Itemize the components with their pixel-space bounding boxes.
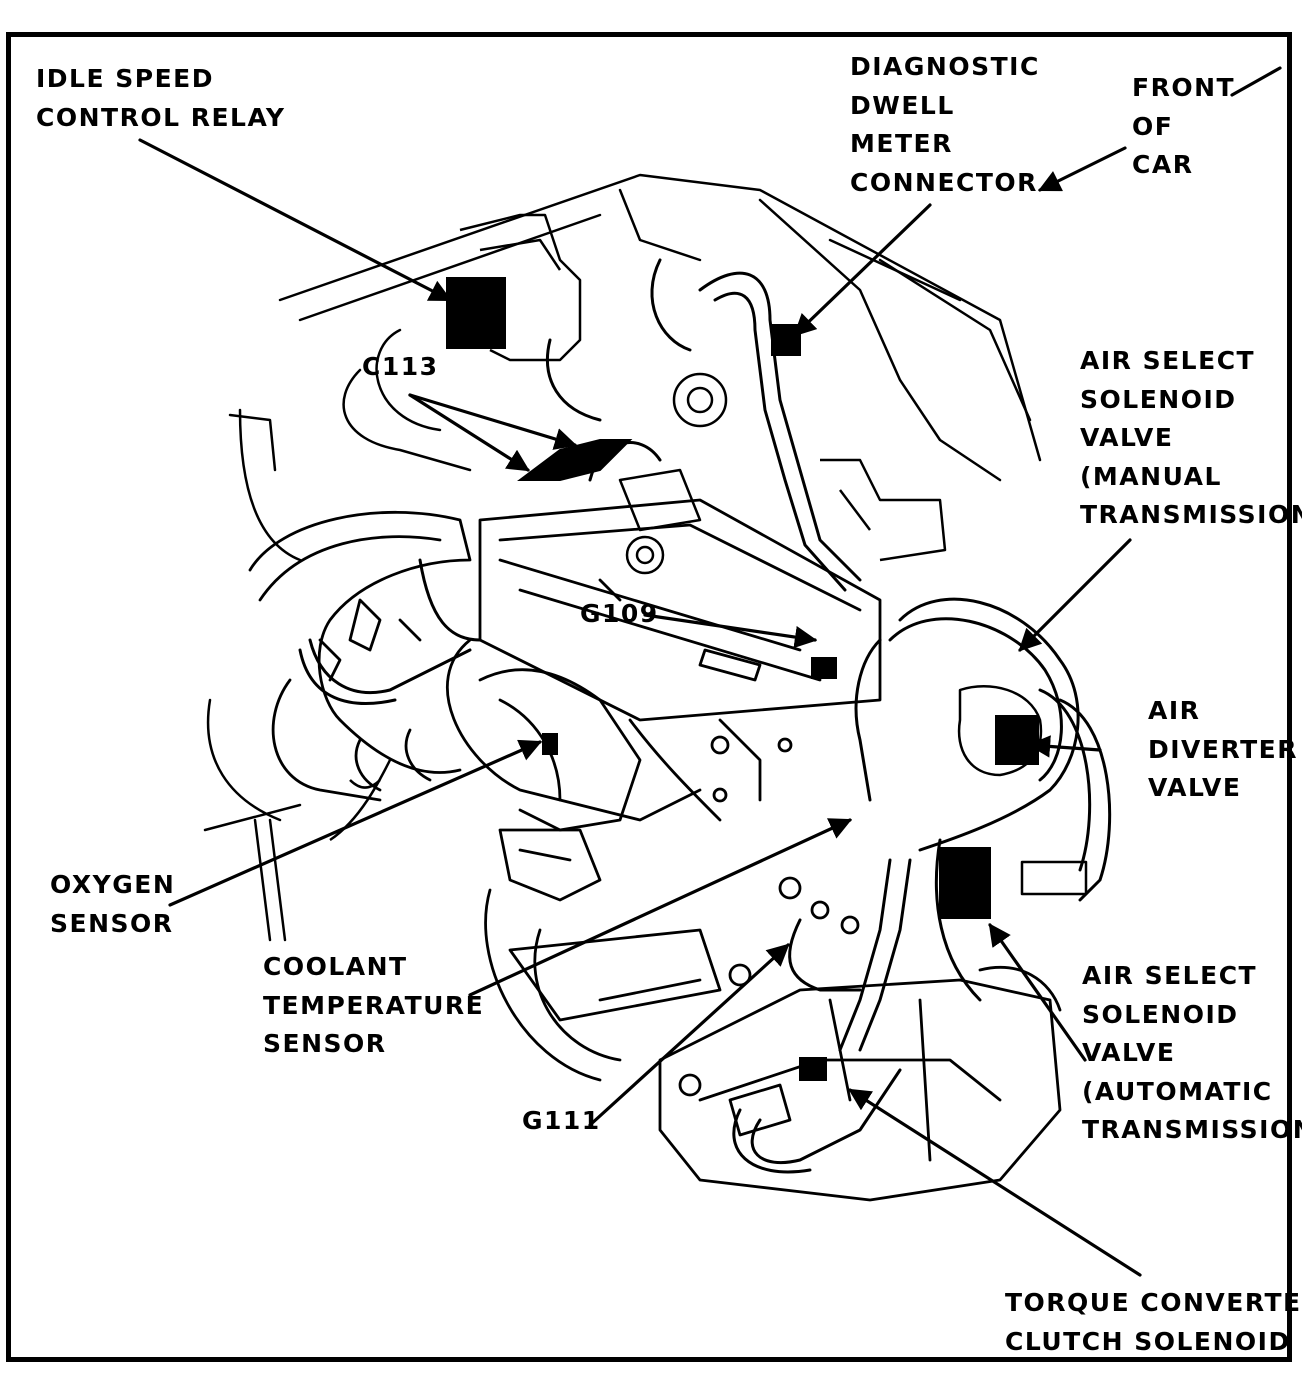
leader-air-select-manual (1018, 538, 1132, 652)
leader-coolant-sensor (468, 818, 853, 997)
wiring-harness (298, 258, 1112, 1174)
intake-housing (248, 510, 472, 802)
label-torque-converter-clutch-solenoid: TORQUE CONVERTER CLUTCH SOLENOID (1005, 1288, 1302, 1356)
label-air-select-solenoid-automatic: AIR SELECT SOLENOID VALVE (AUTOMATIC TRA… (1082, 961, 1302, 1144)
idle-speed-relay-body (446, 277, 506, 349)
leader-g109 (643, 613, 818, 649)
leader-oxygen-sensor (168, 739, 543, 907)
c113-connector-body (517, 439, 633, 481)
leader-c113-a (408, 393, 530, 472)
label-diagnostic-dwell-meter-connector: DIAGNOSTIC DWELL METER CONNECTOR (850, 52, 1040, 197)
transaxle (658, 876, 1062, 1202)
label-front-of-car: FRONT OF CAR (1132, 73, 1236, 179)
label-idle-speed-control-relay: IDLE SPEED CONTROL RELAY (36, 64, 286, 132)
label-g109: G109 (580, 599, 659, 628)
label-air-select-solenoid-manual: AIR SELECT SOLENOID VALVE (MANUAL TRANSM… (1080, 346, 1302, 529)
leader-air-select-auto (988, 923, 1087, 1062)
oxygen-sensor-body (542, 733, 558, 755)
label-coolant-temperature-sensor: COOLANT TEMPERATURE SENSOR (263, 952, 485, 1058)
leader-lines (138, 138, 1142, 1277)
leader-g111 (588, 943, 790, 1127)
leader-front-of-car (1037, 146, 1127, 192)
body-panels (203, 173, 1042, 942)
exhaust-manifold (478, 668, 722, 1082)
dwell-connector-body (771, 324, 801, 356)
diagram-border (6, 32, 1292, 1362)
leader-c113-b (408, 393, 578, 450)
leader-air-diverter (1027, 735, 1102, 758)
tcc-solenoid-body (799, 1057, 827, 1081)
dark-components (446, 277, 1039, 1081)
label-oxygen-sensor: OXYGEN SENSOR (50, 870, 176, 938)
leader-dwell-connector (793, 203, 932, 337)
leader-idle-speed-relay (138, 138, 452, 302)
label-g111: G111 (522, 1106, 601, 1135)
leader-tcc-solenoid (848, 1088, 1142, 1277)
label-air-diverter-valve: AIR DIVERTER VALVE (1148, 696, 1298, 802)
connector-outlines (329, 213, 1088, 896)
front-of-car-tick (1230, 66, 1282, 97)
label-c113: C113 (362, 352, 439, 381)
g109-ground (811, 657, 837, 679)
air-select-solenoid-auto-body (939, 847, 991, 919)
